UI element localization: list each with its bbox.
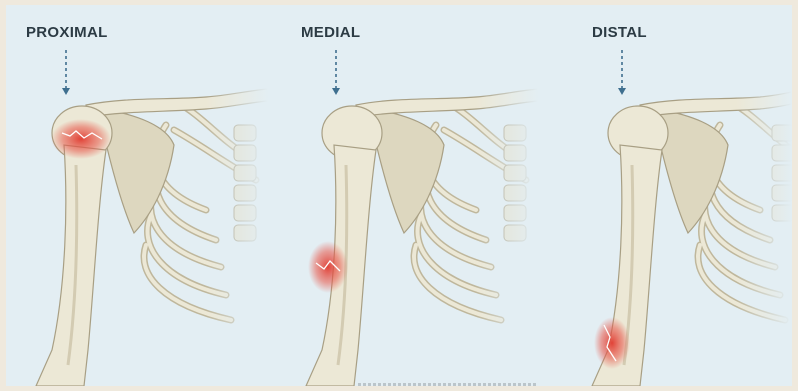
panel-proximal: PROXIMAL	[6, 5, 268, 386]
fracture-diagram: PROXIMAL	[6, 5, 792, 386]
guide-arrow-head	[332, 88, 340, 95]
fracture-highlight	[308, 241, 348, 293]
shoulder-illustration-distal	[560, 5, 792, 386]
shoulder-illustration-proximal	[6, 5, 268, 386]
guide-arrow-head	[618, 88, 626, 95]
shoulder-illustration-medial	[276, 5, 538, 386]
fracture-highlight	[594, 317, 630, 369]
panel-medial: MEDIAL	[276, 5, 538, 386]
source-credit-strip	[358, 383, 538, 386]
guide-arrow-head	[62, 88, 70, 95]
panel-distal: DISTAL	[560, 5, 792, 386]
